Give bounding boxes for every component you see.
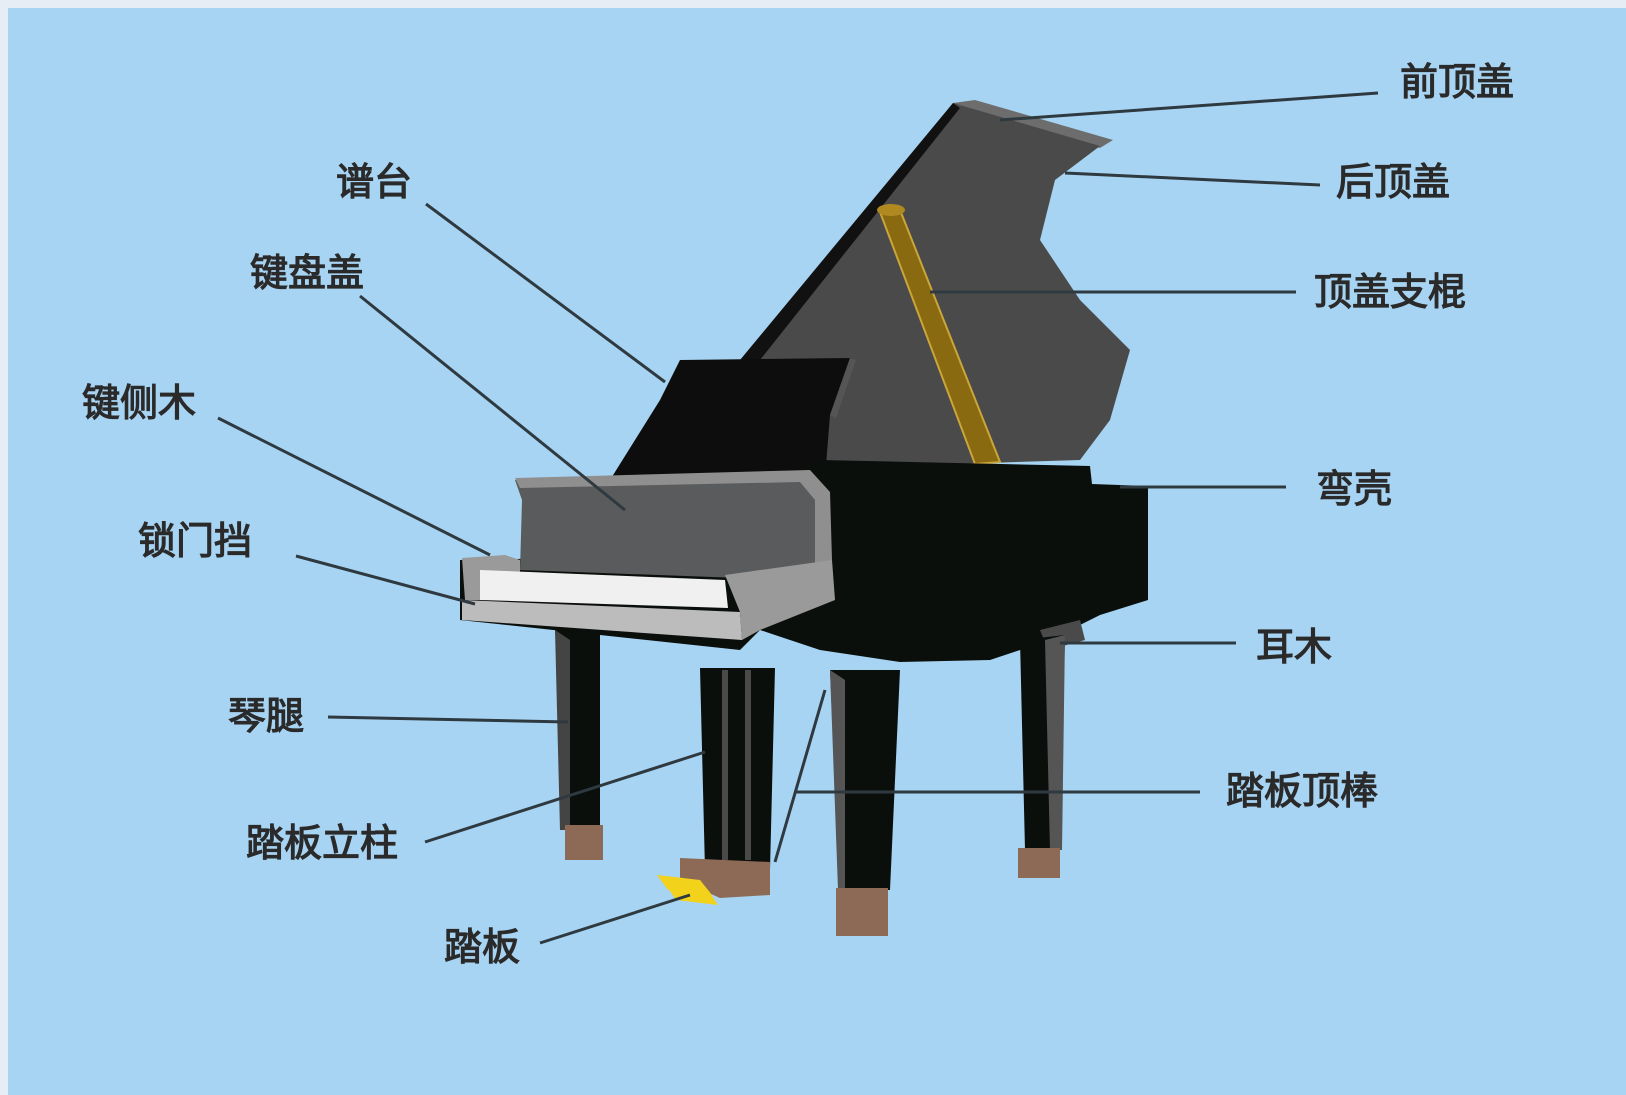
music-desk-edge xyxy=(830,358,856,418)
leader-pedal xyxy=(539,893,691,945)
keys xyxy=(480,570,728,608)
leader-key-slip xyxy=(295,554,476,606)
leader-leg xyxy=(327,715,569,724)
pedal-2 xyxy=(668,888,718,905)
lid-dark-edge xyxy=(740,103,960,360)
fallboard-rim xyxy=(515,470,832,570)
label-lid-prop: 顶盖支棍 xyxy=(1314,270,1467,314)
label-pedal-rod: 踏板顶棒 xyxy=(1226,769,1379,813)
pedal-lyre xyxy=(700,668,775,870)
leg-left-foot xyxy=(565,825,603,860)
leg-center-foot xyxy=(836,888,888,936)
label-leg-ear: 耳木 xyxy=(1256,625,1333,669)
key-slip xyxy=(462,600,742,640)
leader-front-lid xyxy=(999,91,1379,122)
leg-center-edge xyxy=(830,670,845,890)
leg-left-edge xyxy=(555,630,570,830)
key-cheek-right xyxy=(725,560,835,640)
label-pedal: 踏板 xyxy=(444,925,521,969)
label-music-desk: 谱台 xyxy=(336,160,413,204)
leg-center xyxy=(830,670,900,890)
music-desk xyxy=(610,358,850,480)
leader-pedal-rod-diag xyxy=(773,689,827,863)
label-pedal-lyre: 踏板立柱 xyxy=(246,821,399,865)
fallboard xyxy=(515,475,815,578)
pedal-lyre-gap-2 xyxy=(745,670,751,860)
lid-front-edge xyxy=(953,100,1113,148)
label-key-slip: 锁门挡 xyxy=(138,519,253,563)
label-front-lid: 前顶盖 xyxy=(1400,60,1515,104)
leader-back-lid xyxy=(1064,171,1321,187)
leg-right-edge xyxy=(1045,635,1065,850)
leader-pedal-lyre xyxy=(424,750,706,844)
pedal-lyre-gap-1 xyxy=(722,670,728,860)
lid-prop-top xyxy=(877,204,905,216)
label-leg: 琴腿 xyxy=(228,694,305,738)
piano-rim xyxy=(740,460,1148,662)
leg-right-foot xyxy=(1018,848,1060,878)
label-back-lid: 后顶盖 xyxy=(1336,160,1451,204)
label-fallboard: 键盘盖 xyxy=(250,251,365,295)
label-key-cheek: 键侧木 xyxy=(82,381,197,425)
leader-music-desk xyxy=(425,202,666,384)
leader-fallboard xyxy=(359,294,626,512)
label-rim: 弯壳 xyxy=(1316,467,1393,511)
leader-key-cheek xyxy=(217,416,491,557)
